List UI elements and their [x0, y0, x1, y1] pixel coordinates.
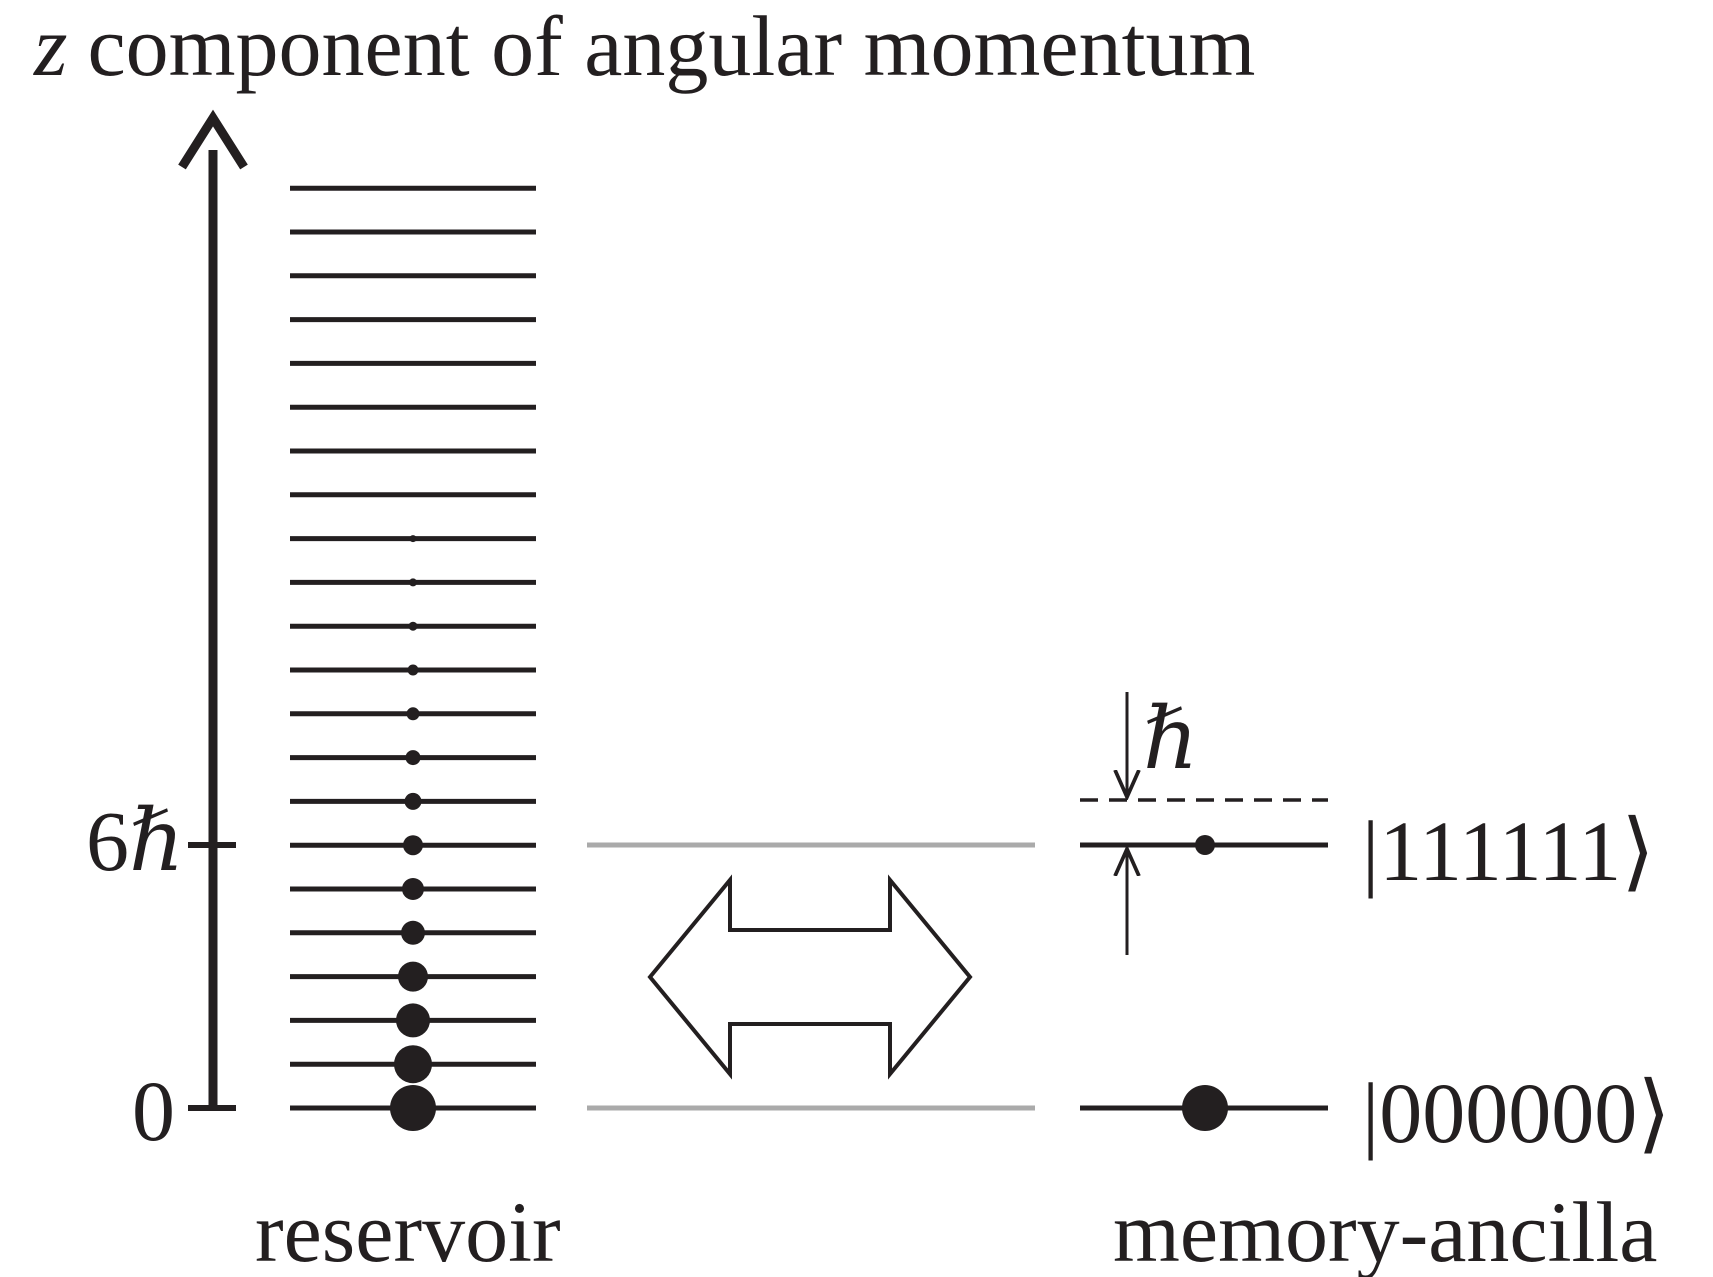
reservoir-population-dot [409, 578, 417, 587]
tick-zero-label: 0 [132, 1063, 175, 1159]
reservoir-population-dot [394, 1045, 432, 1084]
reservoir-populations [390, 535, 436, 1131]
reservoir-population-dot [407, 664, 419, 676]
ket-low-label: |000000⟩ [1362, 1065, 1671, 1161]
exchange-arrow-icon [647, 874, 973, 1080]
tick-six-label: 6ℏ [86, 793, 184, 889]
title-variable: z [33, 0, 67, 94]
ancilla-caption: memory-ancilla [1113, 1184, 1657, 1277]
reservoir-population-dot [404, 792, 422, 810]
reservoir-population-dot [401, 920, 425, 945]
reservoir-population-dot [402, 878, 424, 900]
ancilla-population-high [1195, 835, 1215, 855]
spacing-label: ℏ [1143, 691, 1198, 787]
ket-high-label: |111111⟩ [1362, 803, 1655, 899]
reservoir-population-dot [403, 835, 423, 856]
reservoir-caption: reservoir [255, 1184, 561, 1277]
axis-arrowhead-icon [178, 109, 248, 170]
tick-six-hbar: ℏ [129, 793, 184, 889]
reservoir-population-dot [396, 1003, 430, 1038]
reservoir-population-dot [405, 750, 421, 766]
reservoir-population-dot [408, 621, 418, 631]
reservoir-population-dot [390, 1085, 436, 1131]
reservoir-population-dot [398, 961, 428, 992]
ancilla-population-low [1182, 1085, 1228, 1131]
reservoir-population-dot [406, 707, 420, 721]
tick-six-number: 6 [86, 793, 129, 889]
reservoir-population-dot [409, 535, 417, 543]
title-text: component of angular momentum [87, 0, 1255, 94]
